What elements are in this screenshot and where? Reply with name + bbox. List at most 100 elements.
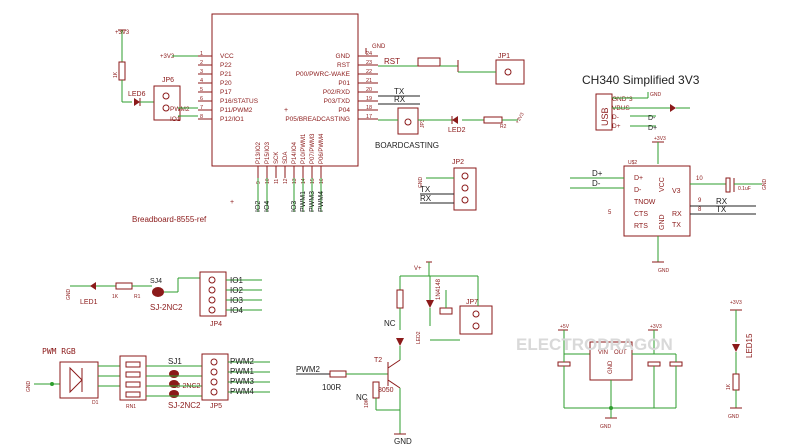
led15-diode-icon [732,344,740,352]
nc-b: NC [356,393,368,402]
mcu-right-pin-num: 24 [366,51,372,57]
mcu-bottom-pin-name: P13/IO2 [256,141,262,164]
led1-label: LED1 [80,299,98,306]
usb-gnd: GND [650,92,662,98]
mcu-right-pin-name: P02/RXD [323,89,350,96]
mcu-bottom-net: IO2 [255,201,262,212]
mcu-bottom-pin-name: P15/IO3 [265,141,271,164]
pwm-gnd: GND [26,381,32,393]
led15-gnd: GND [728,414,740,420]
mcu-left-pin-num: 6 [200,96,203,102]
ch340-left-pin: TNOW [634,199,656,206]
led15-r: 1K [726,383,732,390]
io-net: IO3 [230,296,243,305]
jp2-gnd: GND [418,177,424,189]
jp4-header [199,271,227,317]
sj-label: SJ-2NC2 [150,303,183,312]
mcu-bottom-pin-num: 15 [310,178,316,184]
t2-model: 8050 [378,387,394,394]
mcu-bottom-pin-num: 10 [265,178,271,184]
mcu-right-pin-num: 22 [366,69,372,75]
ch-rx-net: RX [716,197,728,206]
io-gnd: GND [66,289,72,301]
rst-net: RST [384,57,400,66]
rgb-ref: D1 [92,400,99,406]
rn1-array [119,355,147,401]
mcu-right-pin-name: RST [337,62,350,69]
led6-diode-icon [134,98,140,106]
regulator-section: +5V VIN OUT GND +3V3 GND [557,324,683,430]
usb-dplus-net: D+ [648,125,657,132]
led15-label: LED15 [745,333,754,358]
io1-net: IO1 [170,116,181,123]
ch340-right-pin: GND [659,214,666,230]
mcu-bottom-pin-num: 9 [256,181,262,184]
mcu-bottom-net: IO3 [291,201,298,212]
ch340-right-pin: RX [672,211,682,218]
bb-marker: + [230,199,234,206]
mcu-left-pin-name: P16/STATUS [220,98,259,105]
ch-dminus-net: D- [592,179,601,188]
io-section: GND LED1 1K R1 SJ4 SJ-2NC2 JP4 IO1IO2IO3… [66,271,262,328]
usb-dminus-net: D- [648,115,656,122]
ch340-left-pin: CTS [634,211,648,218]
ch340-left-pin: D- [634,187,642,194]
mcu-left-pin-num: 4 [200,78,203,84]
boardcasting-label: BOARDCASTING [375,141,439,150]
pwm-section: PWM RGB GND D1 RN1 SJ1 SJ-2NC2 SJ-2NC2 J… [26,347,270,410]
led2b-diode-icon [396,338,404,346]
reset-switch-icon [417,57,441,67]
mcu-marker: + [284,107,288,114]
ch340-right-pin: TX [672,222,681,229]
mcu-right-pin-num: 20 [366,87,372,93]
led2-diode-icon [452,116,458,124]
watermark: ELECTRODRAGON [516,335,673,354]
vbus-diode-icon [670,104,676,112]
mcu-bottom-pin-num: 12 [283,178,289,184]
vcc2-label: +3V3 [515,112,526,125]
driver-gnd: GND [394,437,412,446]
reg-vcc-out: +3V3 [650,324,662,330]
mcu-right-pin-name: P00/PWRC-WAKE [296,71,351,78]
mcu-right-pin-name: P04 [338,107,350,114]
jp1-label: JP1 [498,53,510,60]
mcu-left-pin-name: P12/IO1 [220,116,244,123]
mcu-right-pin-name: P03/TXD [324,98,351,105]
mcu-right-pin-num: 23 [366,60,372,66]
jp5-header [201,353,229,401]
usb-label: USB [600,107,610,126]
mcu-left-pin-num: 2 [200,60,203,66]
io-net: IO1 [230,276,243,285]
ch-dplus-net: D+ [592,169,603,178]
sj4-jumper-icon [152,287,164,297]
reg-vcc-in: +5V [560,324,570,330]
io-net: IO4 [230,306,243,315]
top-right-circuit: GND RST JP1 TX RX JP3 BOARDCASTING LED2 … [365,44,526,150]
mcu-bottom-pin-num: 14 [301,178,307,184]
driver-section: V+ 1N4148 NC LED2 JP7 PWM2 100R T2 8050 … [296,261,493,446]
jp5-label: JP5 [210,403,222,410]
mcu-right-pin-num: 21 [366,78,372,84]
io-net: IO2 [230,286,243,295]
top-left-circuit: +3V3 1K LED6 JP6 PWM2 IO1 +3V3 [113,29,198,123]
mcu-left-pin-num: 3 [200,69,203,75]
ch340-section: CH340 Simplified 3V3 USB GND*3 VBUS D- D… [570,73,768,274]
mcu-bottom-pin-num: 13 [292,178,298,184]
mcu-bottom-net: PWM1 [300,191,307,212]
mcu-left-pin-name: P22 [220,62,232,69]
led2-label: LED2 [448,127,466,134]
pwm-net: PWM2 [230,357,255,366]
mcu-bottom-pin-name: SDA [283,152,289,164]
mcu-bottom-pin-num: 16 [319,178,325,184]
nc-a: NC [384,319,396,328]
ch340-left-pin: RTS [634,223,648,230]
usb-pin-1: GND*3 [612,96,633,103]
mcu-left-pin-name: VCC [220,53,234,60]
mcu-bottom-pin-name: SCK [274,152,280,164]
ch340-right-pin: VCC [659,177,666,192]
usb-pin-4: D+ [612,123,621,130]
mcu-bottom-pin-name: P10/PWM1 [301,133,307,164]
rx-net-top: RX [394,95,406,104]
